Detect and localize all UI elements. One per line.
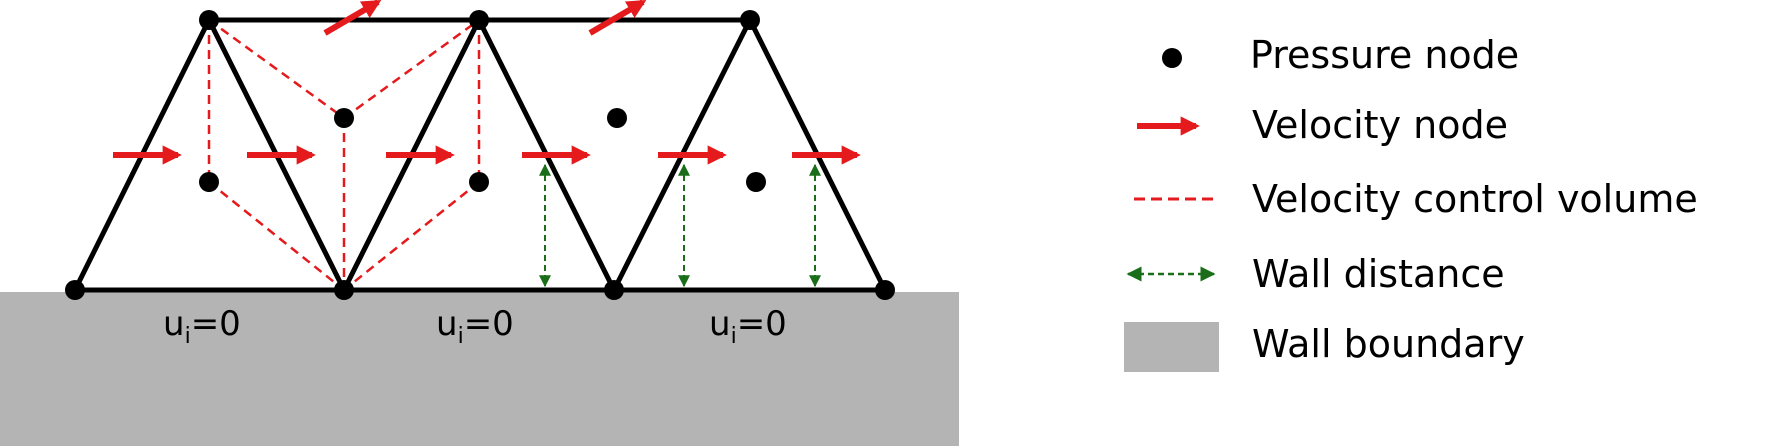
mesh-vertex [875, 280, 895, 300]
mesh-vertex [199, 10, 219, 30]
mesh-vertex [334, 280, 354, 300]
wall-boundary [0, 292, 959, 446]
velocity-nodes [113, 0, 861, 165]
pressure-node [607, 108, 627, 128]
legend-label-pressure-node: Pressure node [1250, 33, 1519, 77]
boundary-condition-label: ui=0 [709, 304, 787, 349]
pressure-node-icon [1162, 48, 1182, 68]
legend-label-wall-distance: Wall distance [1252, 252, 1505, 296]
legend-label-velocity-control-volume: Velocity control volume [1252, 177, 1698, 221]
mesh-vertex [604, 280, 624, 300]
boundary-conditions: ui=0 ui=0 ui=0 [163, 304, 787, 349]
pressure-node [334, 108, 354, 128]
velocity-node-arrow [588, 0, 647, 36]
cv-edge [208, 18, 345, 120]
mesh-vertex [740, 10, 760, 30]
boundary-condition-label: ui=0 [163, 304, 241, 349]
legend-label-velocity-node: Velocity node [1252, 103, 1508, 147]
mesh-vertices [65, 10, 895, 300]
mesh-vertex [469, 10, 489, 30]
pressure-nodes [199, 108, 766, 192]
velocity-control-volume [207, 18, 481, 291]
pressure-node [746, 172, 766, 192]
legend: Pressure node Velocity node Velocity con… [1124, 33, 1698, 372]
legend-label-wall-boundary: Wall boundary [1252, 322, 1525, 366]
velocity-node-arrow [323, 0, 382, 36]
wall-boundary-icon [1124, 322, 1219, 372]
cv-edge [208, 181, 345, 291]
pressure-node [199, 172, 219, 192]
cv-edge [343, 181, 480, 291]
cv-edge [343, 18, 480, 120]
wall-distances [539, 163, 821, 288]
pressure-node [469, 172, 489, 192]
boundary-condition-label: ui=0 [436, 304, 514, 349]
mesh-vertex [65, 280, 85, 300]
